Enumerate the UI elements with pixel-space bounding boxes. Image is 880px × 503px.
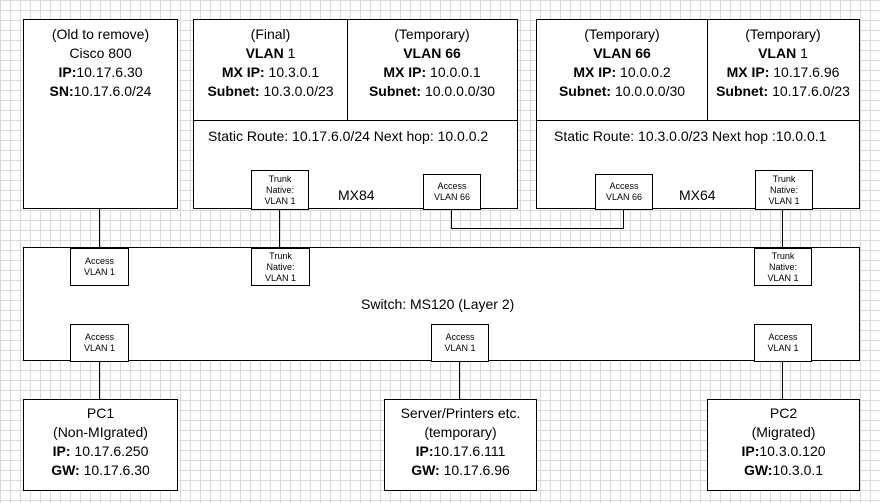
mx64-left-mxip-label: MX IP:: [573, 64, 617, 80]
mx64-static-route: Static Route: 10.3.0.0/23 Next hop :10.0…: [554, 128, 827, 144]
cisco-ip-label: IP:: [58, 64, 77, 80]
mx84-left-vlan: 1: [287, 45, 296, 61]
pc2-gw: 10.3.0.1: [772, 462, 824, 478]
pc1-host: PC1 (Non-MIgrated) IP: 10.17.6.250 GW: 1…: [23, 399, 178, 491]
link-mx84-access66: [451, 208, 452, 228]
mx64-left-subnet: 10.0.0.0/30: [614, 83, 686, 99]
mx64-right-mxip: 10.17.6.96: [773, 64, 840, 80]
cisco-800-router: (Old to remove) Cisco 800 IP:10.17.6.30 …: [23, 19, 178, 209]
mx84-divider: [347, 20, 348, 120]
mx64-left-subnet-label: Subnet:: [558, 83, 612, 99]
pc2-ip: 10.3.0.120: [759, 443, 826, 459]
pc1-note: (Non-MIgrated): [53, 424, 148, 440]
pc2-gw-label: GW:: [743, 462, 773, 478]
cisco-sn-label: SN:: [49, 83, 74, 99]
switch-label: Switch: MS120 (Layer 2): [361, 296, 515, 312]
link-switch-server: [459, 360, 460, 400]
pc2-host: PC2 (Migrated) IP:10.3.0.120 GW:10.3.0.1: [707, 399, 860, 491]
mx84-left-subnet-label: Subnet:: [207, 83, 260, 99]
cisco-model: Cisco 800: [69, 45, 132, 61]
mx64-separator: [537, 120, 859, 121]
cisco-ip: 10.17.6.30: [76, 64, 143, 80]
mx84-left-vlan-label: VLAN: [245, 45, 284, 61]
mx64-left-mxip: 10.0.0.2: [620, 64, 671, 80]
pc1-ip-label: IP:: [52, 443, 71, 459]
mx84-separator: [194, 120, 517, 121]
server-note: (temporary): [424, 424, 497, 440]
mx64-left-vlan-label: VLAN: [593, 45, 632, 61]
mx64-right-subnet: 10.17.6.0/23: [772, 83, 850, 99]
mx64-appliance: (Temporary) VLAN 66 MX IP: 10.0.0.2 Subn…: [536, 19, 860, 210]
server-printers-host: Server/Printers etc. (temporary) IP:10.1…: [384, 399, 537, 491]
mx64-right-subnet-label: Subnet:: [716, 83, 769, 99]
link-switch-pc2: [782, 360, 783, 400]
pc2-ip-label: IP:: [741, 443, 760, 459]
mx84-right-mxip-label: MX IP:: [383, 64, 427, 80]
mx84-right-subnet-label: Subnet:: [368, 83, 422, 99]
link-cisco-switch: [99, 208, 100, 248]
mx84-left-title: (Final): [250, 26, 291, 42]
mx64-divider: [707, 20, 708, 120]
mx64-left-vlan: 66: [635, 45, 651, 61]
server-ip: 10.17.6.111: [433, 443, 506, 459]
server-ip-label: IP:: [415, 443, 434, 459]
mx64-left-title: (Temporary): [584, 26, 660, 42]
mx84-appliance: (Final) VLAN 1 MX IP: 10.3.0.1 Subnet: 1…: [193, 19, 518, 210]
server-name: Server/Printers etc.: [400, 405, 521, 421]
link-switch-pc1: [99, 360, 100, 400]
mx84-left-mxip: 10.3.0.1: [268, 64, 320, 80]
cisco-sn: 10.17.6.0/24: [73, 83, 152, 99]
server-gw-label: GW:: [411, 462, 440, 478]
cisco-title: (Old to remove): [51, 26, 150, 42]
mx84-static-route: Static Route: 10.17.6.0/24 Next hop: 10.…: [208, 128, 489, 144]
link-mx64-access66: [623, 208, 624, 228]
link-mx64-switch: [782, 208, 783, 248]
pc2-name: PC2: [769, 405, 798, 421]
mx84-left-mxip-label: MX IP:: [221, 64, 265, 80]
mx84-right-title: (Temporary): [394, 26, 470, 42]
server-gw: 10.17.6.96: [443, 462, 510, 478]
pc2-note: (Migrated): [751, 424, 816, 440]
link-vlan66-horizontal: [451, 228, 624, 229]
mx84-right-subnet: 10.0.0.0/30: [424, 83, 496, 99]
mx84-right-vlan-label: VLAN: [403, 45, 442, 61]
mx64-right-title: (Temporary): [745, 26, 821, 42]
mx64-right-vlan: 1: [800, 45, 808, 61]
pc1-gw-label: GW:: [51, 462, 80, 478]
pc1-gw: 10.17.6.30: [83, 462, 150, 478]
mx64-right-mxip-label: MX IP:: [726, 64, 770, 80]
mx84-left-subnet: 10.3.0.0/23: [263, 83, 334, 99]
mx64-name: MX64: [679, 187, 716, 203]
mx84-name: MX84: [338, 187, 375, 203]
link-mx84-switch: [279, 208, 280, 248]
pc1-ip: 10.17.6.250: [74, 443, 149, 459]
mx64-right-vlan-label: VLAN: [758, 45, 797, 61]
pc1-name: PC1: [86, 405, 115, 421]
mx84-right-mxip: 10.0.0.1: [430, 64, 481, 80]
mx84-right-vlan: 66: [445, 45, 461, 61]
